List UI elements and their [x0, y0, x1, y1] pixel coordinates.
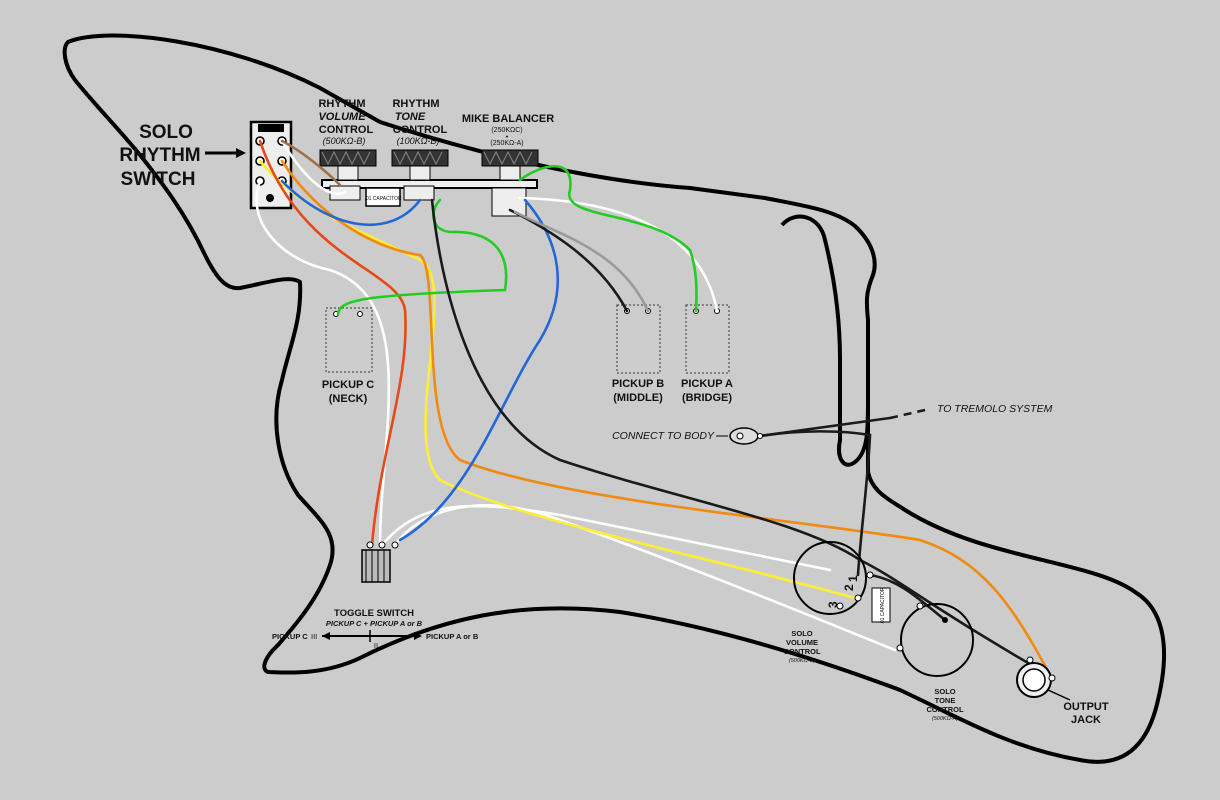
- svg-text:CONTROL: CONTROL: [319, 124, 374, 136]
- svg-text:TO TREMOLO SYSTEM: TO TREMOLO SYSTEM: [937, 403, 1053, 415]
- svg-text:RHYTHM: RHYTHM: [392, 98, 439, 110]
- svg-text:SOLO: SOLO: [791, 629, 812, 638]
- svg-text:PICKUP B: PICKUP B: [612, 378, 664, 390]
- svg-text:JACK: JACK: [1071, 714, 1101, 726]
- pickup-b-outline: [616, 304, 661, 374]
- svg-text:III: III: [311, 632, 317, 641]
- svg-text:PICKUP A: PICKUP A: [681, 378, 733, 390]
- svg-text:VOLUME: VOLUME: [318, 111, 366, 123]
- svg-text:(250KΩ-A): (250KΩ-A): [490, 140, 523, 147]
- title-line-1: SOLO: [139, 122, 193, 143]
- svg-text:(NECK): (NECK): [329, 393, 368, 405]
- capacitor-rhythm: [365, 187, 401, 207]
- capacitor-solo: [871, 587, 891, 623]
- svg-text:RHYTHM: RHYTHM: [318, 98, 365, 110]
- svg-text:CONTROL: CONTROL: [393, 124, 448, 136]
- title-line-3: SWITCH: [121, 169, 196, 190]
- svg-text:PICKUP C + PICKUP A or B: PICKUP C + PICKUP A or B: [326, 619, 423, 628]
- svg-text:.01 CAPACITOR: .01 CAPACITOR: [364, 196, 401, 202]
- svg-text:(BRIDGE): (BRIDGE): [682, 392, 732, 404]
- svg-text:II: II: [374, 641, 378, 650]
- toggle-switch[interactable]: [361, 541, 399, 583]
- svg-text:2: 2: [842, 584, 856, 591]
- solo-tone-pot[interactable]: [896, 602, 974, 677]
- svg-text:CONNECT TO BODY: CONNECT TO BODY: [612, 430, 715, 442]
- svg-text:(500KΩ-B): (500KΩ-B): [789, 658, 815, 664]
- title-line-2: RHYTHM: [119, 145, 200, 166]
- svg-text:MIKE BALANCER: MIKE BALANCER: [462, 113, 554, 125]
- pickup-c-outline: [325, 307, 373, 373]
- svg-text:(100KΩ-B): (100KΩ-B): [397, 136, 440, 146]
- svg-text:(500KΩ-A): (500KΩ-A): [932, 716, 958, 722]
- svg-text:CONTROL: CONTROL: [926, 705, 963, 714]
- svg-text:•: •: [506, 134, 509, 141]
- svg-text:PICKUP A or B: PICKUP A or B: [426, 632, 479, 641]
- wires: [255, 139, 1052, 677]
- svg-text:SOLO: SOLO: [934, 687, 955, 696]
- svg-text:3: 3: [826, 601, 840, 608]
- mike-balancer-pot[interactable]: [481, 149, 539, 217]
- svg-text:VOLUME: VOLUME: [786, 638, 818, 647]
- upper-horn-cutout: [780, 214, 870, 467]
- svg-text:PICKUP C: PICKUP C: [322, 379, 374, 391]
- svg-text:PICKUP C: PICKUP C: [272, 632, 308, 641]
- svg-text:(MIDDLE): (MIDDLE): [613, 392, 663, 404]
- ground-lug: [729, 427, 763, 445]
- svg-text:(250KΩC): (250KΩC): [491, 127, 522, 134]
- guitar-body-outline: [62, 33, 1167, 764]
- svg-text:TONE: TONE: [395, 111, 426, 123]
- svg-text:OUTPUT: OUTPUT: [1063, 701, 1109, 713]
- svg-text:CONTROL: CONTROL: [783, 647, 820, 656]
- rhythm-tone-pot[interactable]: [391, 149, 449, 201]
- svg-text:(500KΩ-B): (500KΩ-B): [323, 136, 366, 146]
- labels: SOLO RHYTHM SWITCH RHYTHM VOLUME CONTROL…: [119, 98, 1109, 726]
- output-jack[interactable]: [1016, 656, 1056, 698]
- svg-text:1: 1: [846, 575, 860, 582]
- pickup-a-outline: [685, 304, 730, 374]
- svg-text:TONE: TONE: [935, 696, 956, 705]
- solo-volume-pot[interactable]: [793, 541, 874, 615]
- svg-text:.01 CAPACITOR: .01 CAPACITOR: [880, 587, 886, 624]
- svg-text:TOGGLE SWITCH: TOGGLE SWITCH: [334, 608, 414, 619]
